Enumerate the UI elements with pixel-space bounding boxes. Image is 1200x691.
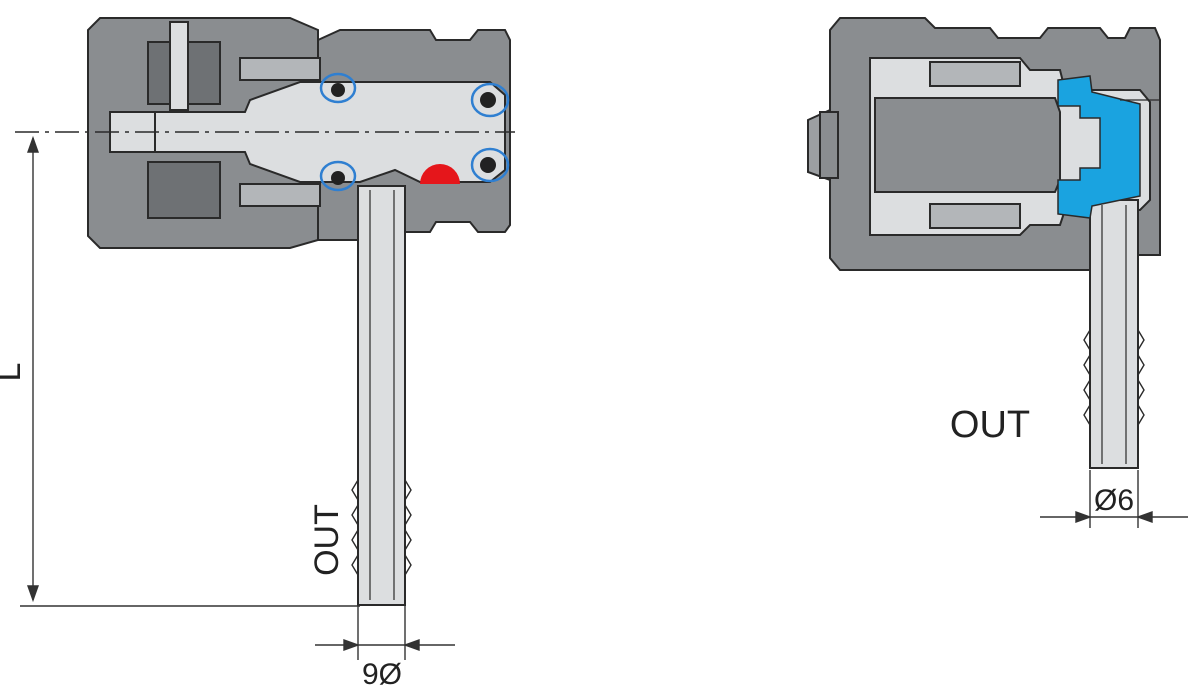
right-plunger [874, 97, 1061, 193]
right-diameter-dimension [1040, 470, 1188, 528]
dimension-l [20, 135, 360, 607]
left-fitting [15, 17, 515, 606]
left-check-ball [420, 164, 460, 184]
left-diameter-dimension [315, 606, 455, 660]
left-barb-ridges [351, 479, 412, 576]
right-barb-ridges [1083, 329, 1145, 426]
left-bottom-slot [147, 161, 221, 219]
right-diameter-label: Ø6 [1094, 484, 1134, 517]
left-outlet-label: OUT [308, 504, 346, 576]
left-top-pin [169, 21, 189, 111]
right-shaft-end [819, 111, 839, 179]
left-diameter-label: 9Ø [362, 658, 402, 691]
right-outlet-label: OUT [950, 404, 1030, 446]
right-spring-top [929, 61, 1021, 87]
left-highlight-circles [319, 72, 510, 192]
left-outlet-tube [357, 185, 406, 606]
right-outlet-tube [1089, 199, 1139, 469]
left-o-rings [331, 83, 496, 185]
right-fitting [807, 17, 1161, 469]
left-collet-top [239, 57, 321, 81]
left-collet-bottom [239, 183, 321, 207]
dimension-l-label: L [0, 363, 28, 382]
right-spring-bottom [929, 203, 1021, 229]
